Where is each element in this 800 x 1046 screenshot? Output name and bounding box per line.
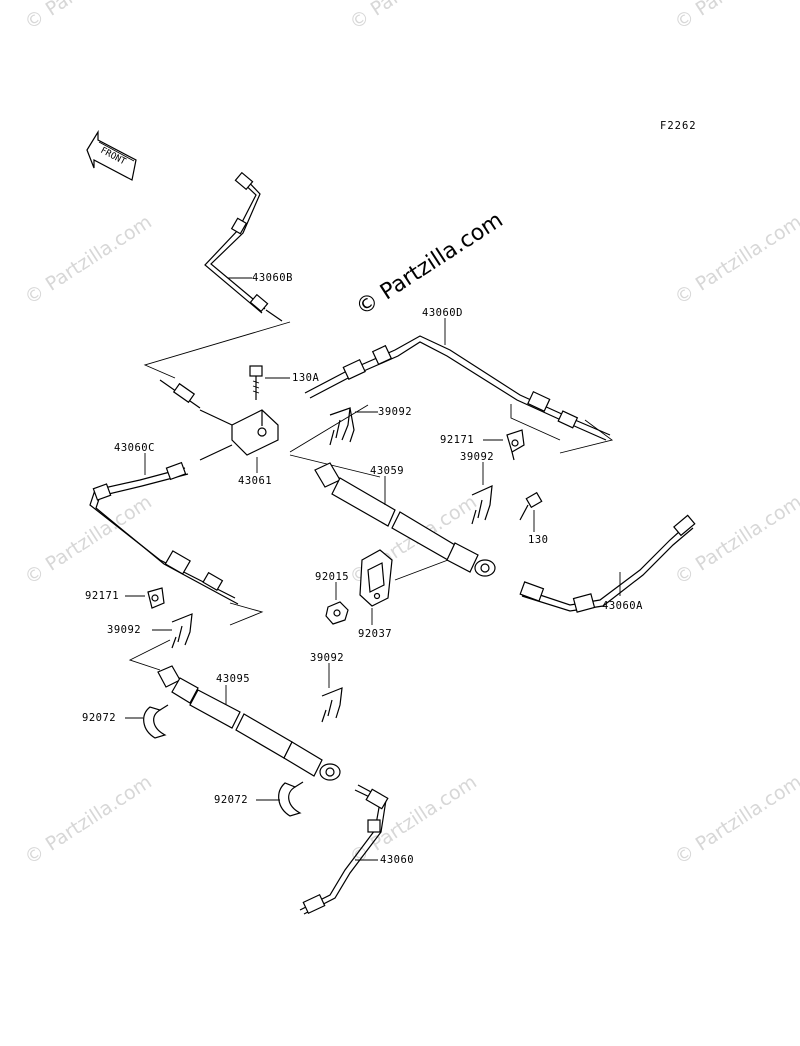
cable-43060 xyxy=(299,784,389,915)
label-43060A[interactable]: 43060A xyxy=(602,600,643,612)
stay-92171-a xyxy=(506,429,525,461)
watermark-4: © Partzilla.com xyxy=(21,211,156,309)
watermark-5: © Partzilla.com xyxy=(671,211,800,309)
label-39092-b[interactable]: 39092 xyxy=(460,451,494,463)
bracket-92037 xyxy=(359,549,393,607)
watermark-2: © Partzilla.com xyxy=(346,0,481,34)
clamp-92072-b xyxy=(278,781,304,817)
stay-92171-b xyxy=(147,587,165,609)
bolt-130A xyxy=(249,365,263,400)
label-92171-b[interactable]: 92171 xyxy=(85,590,119,602)
label-43059[interactable]: 43059 xyxy=(370,465,404,477)
clip-39092-b xyxy=(471,485,493,525)
cable-43059 xyxy=(314,462,496,577)
label-92037[interactable]: 92037 xyxy=(358,628,392,640)
front-arrow-icon: FRONT xyxy=(86,129,137,181)
label-39092-d[interactable]: 39092 xyxy=(310,652,344,664)
label-43060B[interactable]: 43060B xyxy=(252,272,293,284)
label-92015[interactable]: 92015 xyxy=(315,571,349,583)
label-92072-b[interactable]: 92072 xyxy=(214,794,248,806)
label-130[interactable]: 130 xyxy=(528,534,548,546)
label-92171-a[interactable]: 92171 xyxy=(440,434,474,446)
label-39092-c[interactable]: 39092 xyxy=(107,624,141,636)
watermark-3: © Partzilla.com xyxy=(671,0,800,34)
nut-92015 xyxy=(325,601,349,625)
junction-block-43061 xyxy=(159,379,279,456)
label-43060[interactable]: 43060 xyxy=(380,854,414,866)
cable-43060C xyxy=(89,444,239,605)
watermark-11: © Partzilla.com xyxy=(671,771,800,869)
cable-43060D xyxy=(304,335,611,441)
label-130A[interactable]: 130A xyxy=(292,372,319,384)
bolt-130 xyxy=(519,491,543,521)
label-92072-a[interactable]: 92072 xyxy=(82,712,116,724)
watermark-9: © Partzilla.com xyxy=(21,771,156,869)
label-43095[interactable]: 43095 xyxy=(216,673,250,685)
clip-39092-d xyxy=(321,687,343,723)
clip-39092-a xyxy=(329,407,355,446)
guide-lines xyxy=(128,321,614,671)
part-labels: 43060B 130A 43060D 39092 92171 39092 430… xyxy=(82,272,643,866)
watermark-8: © Partzilla.com xyxy=(671,491,800,589)
leader-lines xyxy=(125,277,621,861)
label-43060D[interactable]: 43060D xyxy=(422,307,463,319)
cable-43095 xyxy=(157,665,341,781)
label-43061[interactable]: 43061 xyxy=(238,475,272,487)
clip-39092-c xyxy=(171,613,193,649)
cable-43060A xyxy=(519,514,696,613)
watermark-1: © Partzilla.com xyxy=(21,0,156,34)
watermark-large: © Partzilla.com xyxy=(352,208,508,321)
cable-43060B xyxy=(204,171,283,322)
label-39092-a[interactable]: 39092 xyxy=(378,406,412,418)
label-43060C[interactable]: 43060C xyxy=(114,442,155,454)
clamp-92072-a xyxy=(143,704,169,739)
figure-code: F2262 xyxy=(660,120,697,132)
